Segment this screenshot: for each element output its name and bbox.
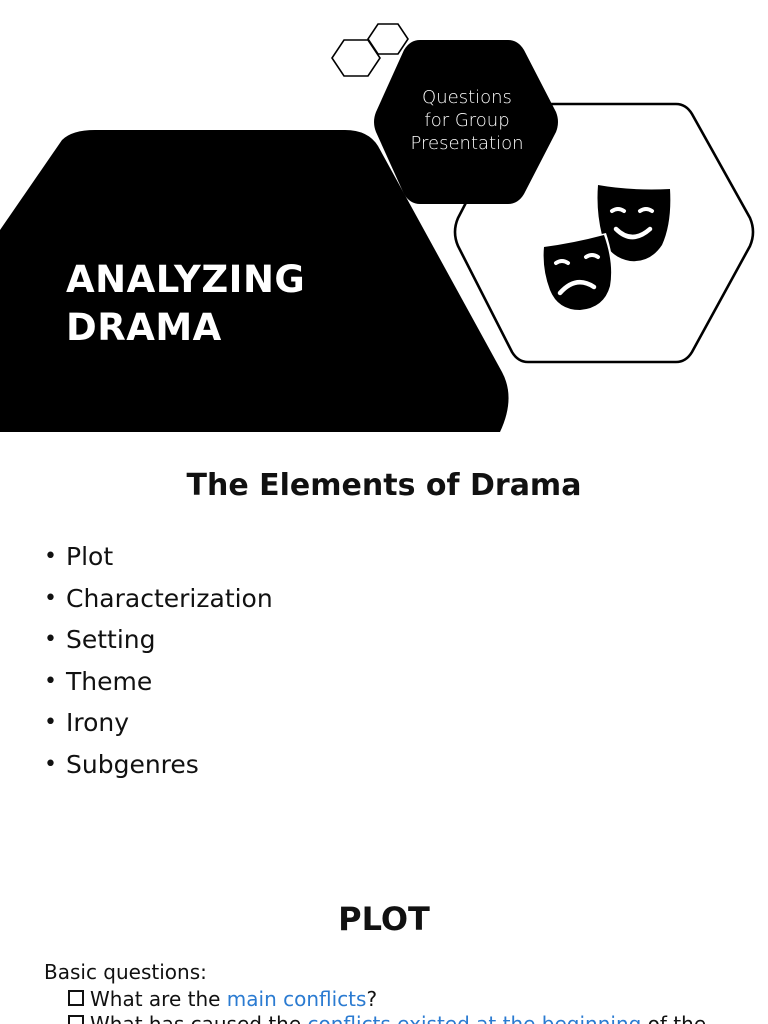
list-item: •Setting	[44, 619, 273, 661]
title-hexagon-shape	[0, 130, 509, 432]
comedy-mask-icon	[597, 185, 671, 262]
question-item: What has caused the conflicts existed at…	[68, 1012, 706, 1024]
elements-slide: The Elements of Drama •Plot •Characteriz…	[0, 432, 768, 864]
subtitle-hexagon-shape	[374, 40, 558, 204]
tragedy-mask-icon	[541, 233, 614, 313]
bullet-text: Plot	[66, 542, 114, 571]
elements-title: The Elements of Drama	[186, 468, 582, 503]
slide-subtitle: Questions for Group Presentation	[392, 86, 542, 155]
checkbox-bullet-icon	[68, 1015, 84, 1024]
title-slide: Questions for Group Presentation ANALYZI…	[0, 0, 768, 432]
subtitle-line: Questions	[422, 87, 512, 108]
question-prefix: What has caused the	[90, 1012, 308, 1024]
elements-list: •Plot •Characterization •Setting •Theme …	[44, 536, 273, 785]
basic-questions-label: Basic questions:	[44, 960, 207, 984]
checkbox-bullet-icon	[68, 990, 84, 1006]
subtitle-line: for Group	[424, 110, 510, 131]
bullet-text: Subgenres	[66, 749, 199, 779]
bullet-text: Irony	[66, 708, 130, 737]
plot-title: PLOT	[338, 900, 430, 938]
list-item: •Characterization	[44, 578, 273, 620]
title-line: ANALYZING	[66, 258, 306, 301]
bullet-text: Setting	[66, 625, 156, 654]
question-item: What are the main conflicts?	[68, 987, 377, 1011]
plot-slide: PLOT Basic questions: What are the main …	[0, 864, 768, 1024]
main-conflicts-link[interactable]: main conflicts	[226, 987, 367, 1011]
theater-masks-icon	[541, 185, 671, 313]
question-suffix: ?	[366, 987, 378, 1011]
conflicts-beginning-link[interactable]: conflicts existed at the beginning	[307, 1012, 642, 1024]
list-item: •Plot	[44, 536, 273, 578]
list-item: •Theme	[44, 661, 273, 703]
bullet-text: Characterization	[66, 583, 273, 613]
question-suffix: of the	[641, 1012, 707, 1024]
list-item: •Subgenres	[44, 744, 273, 786]
subtitle-line: Presentation	[410, 133, 524, 154]
tiny-hexagon-outline	[367, 23, 409, 55]
slide-title: ANALYZING DRAMA	[66, 256, 305, 352]
bullet-text: Theme	[66, 666, 153, 696]
list-item: •Irony	[44, 702, 273, 744]
question-prefix: What are the	[90, 987, 227, 1011]
title-line: DRAMA	[66, 306, 222, 349]
